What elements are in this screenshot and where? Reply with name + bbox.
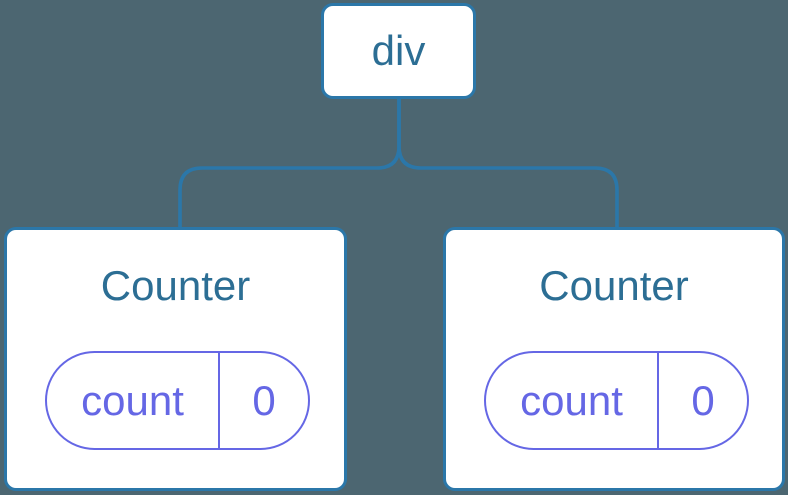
state-key-label: count [486,353,659,448]
connector-root-to-right-child [397,99,619,228]
component-name-label: Counter [100,262,251,309]
tree-node-counter-left: Counter count 0 [4,227,347,491]
state-value-label: 0 [691,376,715,424]
state-key-label: count [47,353,220,448]
connector-root-to-left-child [178,99,401,227]
tree-node-div: div [321,3,476,99]
tree-node-counter-right: Counter count 0 [443,227,785,491]
root-node-label: div [371,27,426,74]
state-pill: count 0 [484,351,749,450]
state-value-label: 0 [252,376,276,424]
state-pill: count 0 [45,351,310,450]
component-name-label: Counter [539,262,689,309]
